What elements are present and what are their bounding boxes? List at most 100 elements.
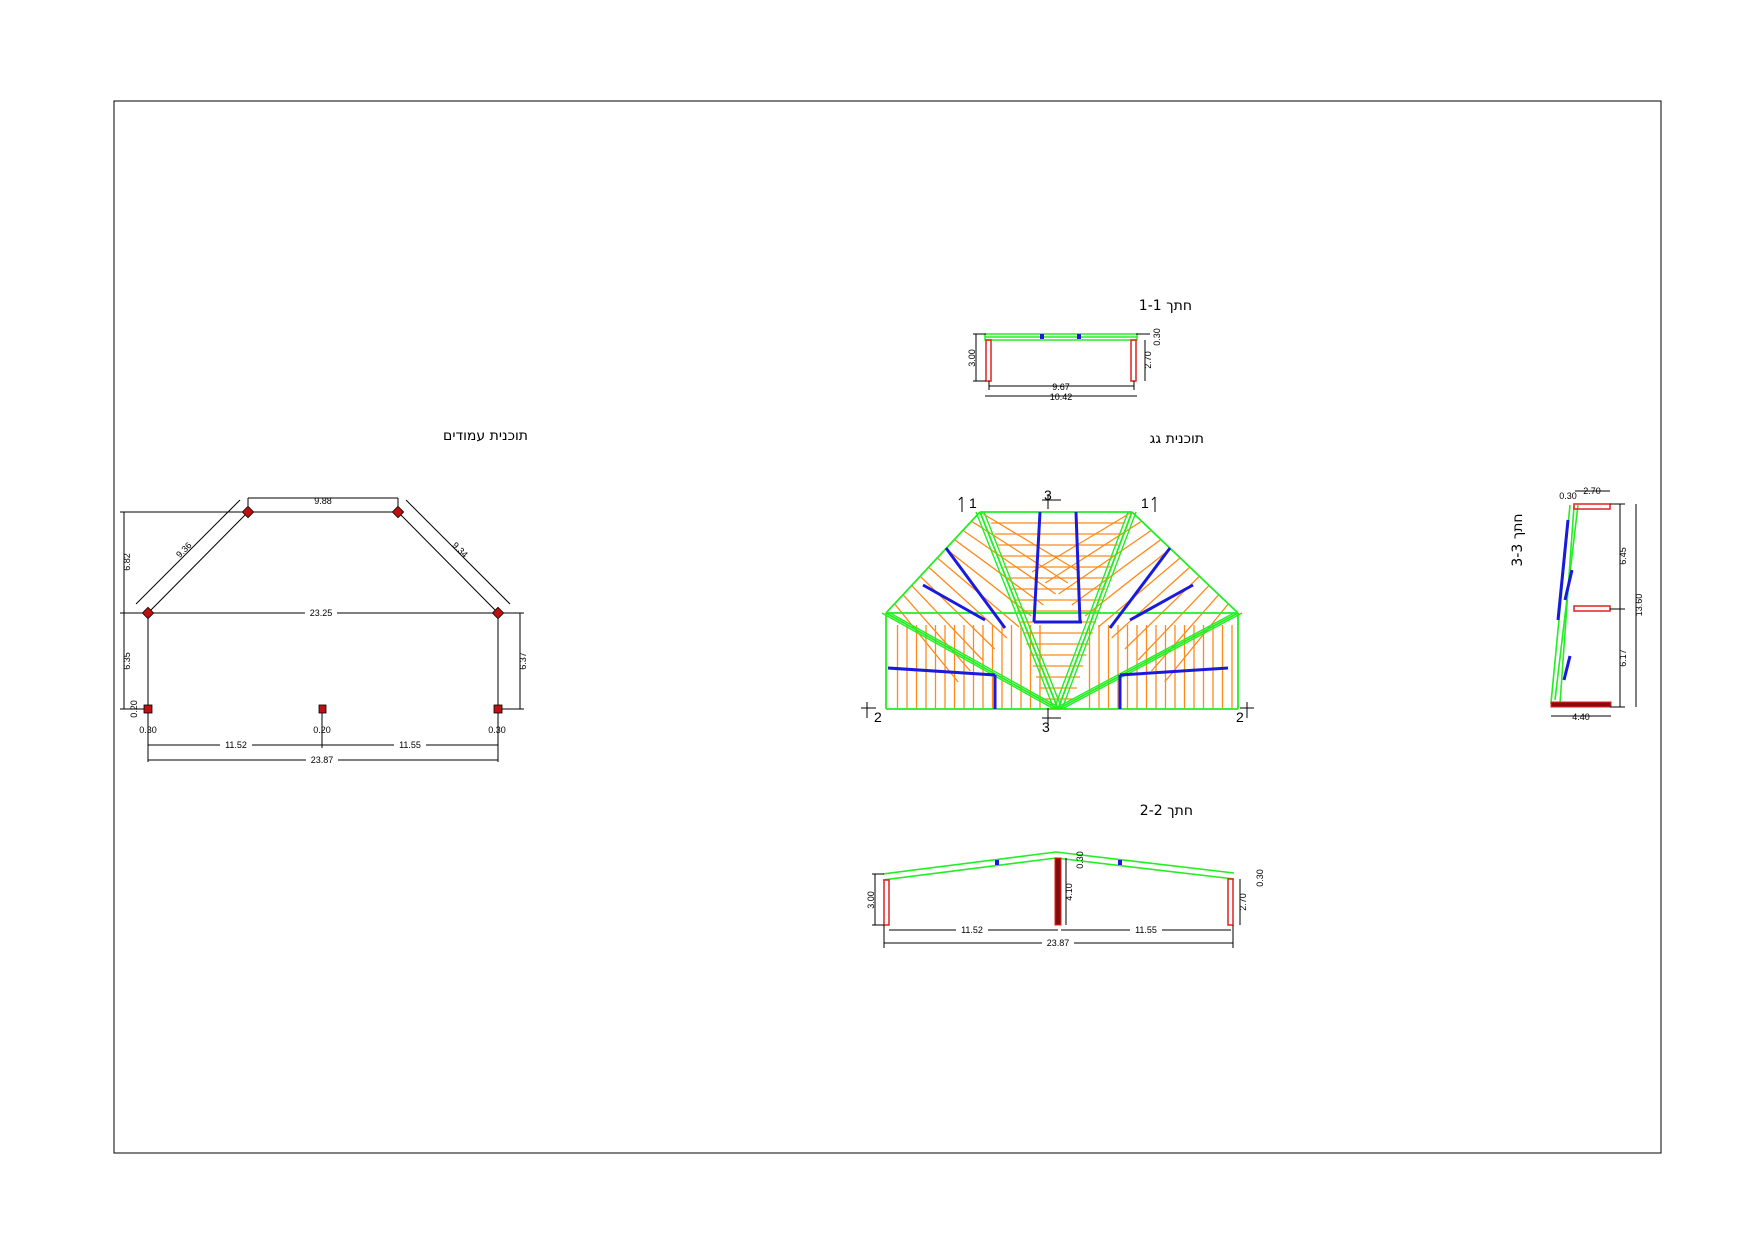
roof-brace (1074, 511, 1082, 623)
roof-hip (1061, 511, 1137, 710)
roof-brace (922, 583, 986, 622)
roof-brace (1108, 547, 1172, 629)
marker-2-left: 2 (874, 709, 882, 725)
roof-hip (885, 612, 1059, 710)
s22-top-right: 0.30 (1255, 869, 1265, 887)
roof-plan-title: תוכנית גג (1150, 431, 1204, 447)
marker-1-left: 1 (969, 495, 977, 511)
dim-mid: 23.25 (310, 608, 333, 618)
roof-purlin (894, 603, 959, 683)
dim-col-left: 0.30 (139, 725, 157, 735)
dim-col-right: 0.30 (488, 725, 506, 735)
roof-hip (983, 511, 1063, 710)
columns-plan-title: תוכנית עמודים (443, 428, 528, 444)
roof-purlin (971, 520, 1069, 584)
s11-h-right: 2.70 (1143, 351, 1153, 369)
section-1-1-title: חתך 1-1 (1139, 298, 1192, 314)
roof-purlin (979, 511, 1081, 573)
marker-1-right: 1 (1141, 495, 1149, 511)
dim-right-diag: 9.34 (450, 540, 469, 559)
sheet-frame (113, 100, 1662, 1154)
dim-left-diag: 9.36 (174, 540, 193, 559)
s33-total: 13.60 (1634, 594, 1644, 617)
dim-right-h: 6.37 (518, 652, 528, 670)
roof-purlin (1097, 557, 1181, 628)
roof-purlin (902, 594, 971, 672)
s22-h-right: 2.70 (1238, 893, 1248, 911)
dim-top: 9.88 (314, 496, 332, 506)
roof-brace (944, 547, 1007, 629)
roof-beam (1131, 511, 1239, 614)
marker-3-bottom: 3 (1042, 719, 1050, 735)
dim-left-h1: 6.82 (122, 553, 132, 571)
column-1 (241, 505, 255, 519)
section-2-2-title: חתך 2-2 (1140, 803, 1193, 819)
s11-outer: 10.42 (1050, 392, 1073, 402)
s33-beam-top (1573, 503, 1611, 510)
s11-top: 0.30 (1152, 328, 1162, 346)
s33-beam-mid (1573, 605, 1611, 612)
s33-top-small: 0.30 (1559, 491, 1577, 501)
s11-inner: 9.67 (1052, 382, 1070, 392)
s22-column-right (1227, 878, 1234, 926)
roof-brace (1032, 511, 1042, 623)
s22-top-mid: 0.30 (1075, 851, 1085, 869)
column-2 (391, 505, 405, 519)
roof-beam (885, 511, 981, 614)
roof-hip (1053, 511, 1129, 710)
roof-hip (889, 612, 1063, 710)
roof-purlin (928, 566, 1008, 639)
section-1-1: חתך 1-1 3.00 2.70 0.30 9.67 10.42 (967, 298, 1192, 402)
s22-h-mid: 4.10 (1064, 883, 1074, 901)
roof-hip (1057, 511, 1133, 710)
roof-purlin (1071, 539, 1162, 606)
roof-purlin (962, 529, 1057, 595)
roof-purlin (1031, 511, 1133, 573)
s22-bay1: 11.52 (961, 925, 983, 935)
s33-beam-base (1550, 701, 1612, 708)
dim-left-h2: 6.35 (122, 652, 132, 670)
roof-purlin (1137, 585, 1210, 661)
dim-total: 23.87 (311, 755, 334, 765)
roof-purlin (1111, 566, 1191, 639)
roof-grid (881, 511, 1243, 710)
roof-purlin (953, 539, 1044, 606)
s33-h2: 6.17 (1618, 649, 1628, 667)
column-5 (143, 704, 153, 714)
s22-column-mid (1054, 857, 1062, 926)
dim-bay2: 11.55 (399, 740, 421, 750)
roof-purlin (1044, 520, 1142, 584)
column-7 (493, 704, 503, 714)
roof-hip (1053, 612, 1235, 710)
roof-brace (1129, 583, 1194, 622)
roof-purlin (911, 585, 984, 661)
dim-bay1: 11.52 (225, 740, 247, 750)
roof-brace (1119, 666, 1229, 677)
s22-bay2: 11.55 (1135, 925, 1157, 935)
s33-base: 4.40 (1572, 712, 1590, 722)
roof-purlin (1150, 594, 1220, 672)
dim-col-small: 0.20 (129, 700, 139, 718)
column-3 (141, 606, 155, 620)
s22-total: 23.87 (1047, 938, 1070, 948)
s33-top: 2.70 (1583, 486, 1601, 496)
roof-hip (881, 612, 1055, 710)
marker-2-right: 2 (1236, 709, 1244, 725)
s33-h1: 6.45 (1618, 547, 1628, 565)
roof-hip (1057, 612, 1239, 710)
column-6 (318, 704, 327, 714)
roof-hip (975, 511, 1055, 710)
roof-plan: תוכנית גג 1 1 3 3 2 2 (861, 431, 1254, 735)
dim-col-mid: 0.20 (313, 725, 331, 735)
roof-purlin (1084, 548, 1171, 617)
s22-h-left: 3.00 (866, 891, 876, 909)
roof-brace (887, 666, 996, 677)
roof-purlin (1058, 529, 1152, 595)
roof-hip (1061, 612, 1243, 710)
columns-plan: תוכנית עמודים 9.88 9.36 9.34 23.25 6.82 … (120, 428, 528, 765)
column-4 (491, 606, 505, 620)
s11-column-right (1130, 339, 1137, 382)
s11-column-left (985, 339, 992, 382)
s22-column-left (883, 879, 890, 926)
